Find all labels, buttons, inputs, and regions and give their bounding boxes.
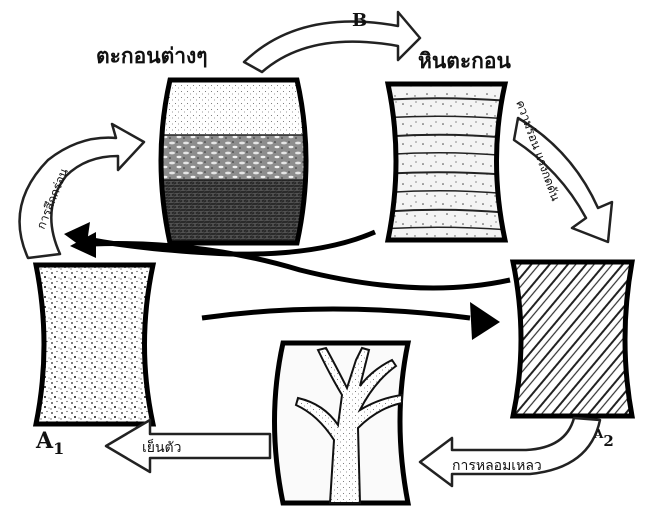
- block-a1: [36, 265, 153, 424]
- block-a2: [505, 255, 640, 425]
- arrow-a1-to-a2: [202, 309, 470, 318]
- arrow-melting: [420, 418, 600, 486]
- block-magma: [275, 343, 409, 503]
- arrow-b: [244, 12, 420, 72]
- label-b: B: [352, 10, 367, 31]
- label-cooling: เย็นตัว: [142, 438, 182, 456]
- arrow-cooling: [106, 420, 270, 472]
- label-a2: A2: [593, 427, 614, 450]
- block-sediments: [150, 80, 320, 245]
- label-melting: การหลอมเหลว: [452, 458, 542, 474]
- label-sediments: ตะกอนต่างๆ: [96, 44, 208, 68]
- arrowhead-a1-to-a2: [470, 302, 500, 340]
- label-sedimentary-rock: หินตะกอน: [418, 49, 511, 73]
- block-sedimentary-rock: [380, 84, 510, 244]
- label-a1: A1: [35, 428, 64, 458]
